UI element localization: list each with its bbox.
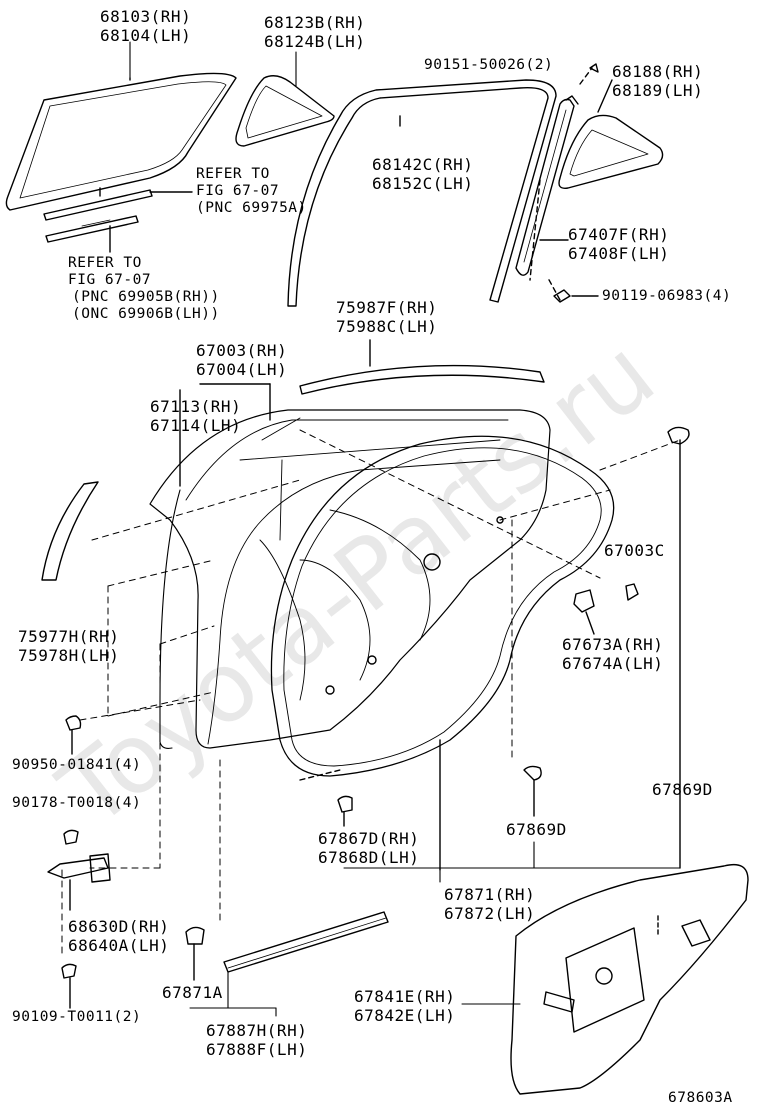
label-refer-lower-4: (ONC 69906B(LH)) xyxy=(72,306,220,322)
label-belt-moulding-rh: 75987F(RH) xyxy=(336,298,438,317)
label-weatherstrip-outer-rh: 67871(RH) xyxy=(444,885,536,904)
label-run-channel-lh: 68152C(LH) xyxy=(372,174,474,193)
label-lower-weatherstrip-lh: 67888F(LH) xyxy=(206,1040,308,1059)
dashed-leaders xyxy=(61,429,681,957)
quarter-window-drawing xyxy=(558,79,664,189)
label-refer-upper-1: REFER TO xyxy=(196,166,270,182)
run-channel-drawing xyxy=(287,79,557,307)
label-bolt-division: 90119-06983(4) xyxy=(602,288,732,304)
label-plug: 67003C xyxy=(604,541,665,560)
label-door-sub-lh: 67114(LH) xyxy=(150,416,242,435)
label-weatherstrip-inner-rh: 67867D(RH) xyxy=(318,829,420,848)
label-clip-871: 67871A xyxy=(162,983,223,1002)
label-belt-moulding-lh: 75988C(LH) xyxy=(336,317,438,336)
label-division-bar-rh: 67407F(RH) xyxy=(568,225,670,244)
label-service-cover-lh: 67842E(LH) xyxy=(354,1006,456,1025)
label-clip-retainer-rh: 67673A(RH) xyxy=(562,635,664,654)
glass-weatherstrips-drawing xyxy=(43,187,193,253)
label-screw-top: 90151-50026(2) xyxy=(424,57,554,73)
door-weatherstrip-drawing xyxy=(270,435,615,871)
fasteners-drawing xyxy=(47,426,690,1009)
door-panel-drawing xyxy=(149,383,551,749)
label-glass-rh: 68103(RH) xyxy=(100,7,192,26)
label-clip-869: 67869D xyxy=(506,820,567,839)
belt-moulding-drawing xyxy=(299,339,545,395)
label-refer-lower-2: FIG 67-07 xyxy=(68,272,152,288)
figure-id: 678603A xyxy=(668,1090,733,1106)
label-door-panel-lh: 67004(LH) xyxy=(196,360,288,379)
label-weatherstrip-clip: 67869D xyxy=(652,780,713,799)
label-division-bar-lh: 67408F(LH) xyxy=(568,244,670,263)
label-weatherstrip-inner-lh: 67868D(LH) xyxy=(318,848,420,867)
label-pillar-tape-rh: 75977H(RH) xyxy=(18,627,120,646)
lower-weatherstrip-drawing xyxy=(223,911,389,973)
label-door-sub-rh: 67113(RH) xyxy=(150,397,242,416)
label-pillar-tape-lh: 75978H(LH) xyxy=(18,646,120,665)
label-weatherstrip-outer-lh: 67872(LH) xyxy=(444,904,536,923)
division-bar-drawing xyxy=(515,63,599,303)
label-quarter-glass-lh: 68124B(LH) xyxy=(264,32,366,51)
label-refer-lower-1: REFER TO xyxy=(68,255,142,271)
label-check-assy-lh: 68640A(LH) xyxy=(68,936,170,955)
label-bolt-bottom: 90109-T0011(2) xyxy=(12,1009,142,1025)
label-bolt-check: 90950-01841(4) xyxy=(12,757,142,773)
label-quarter-glass-rh: 68123B(RH) xyxy=(264,13,366,32)
label-refer-upper-3: (PNC 69975A) xyxy=(196,200,307,216)
label-refer-upper-2: FIG 67-07 xyxy=(196,183,280,199)
label-check-assy-rh: 68630D(RH) xyxy=(68,917,170,936)
quarter-glass-drawing xyxy=(235,75,335,147)
pillar-tape-drawing xyxy=(41,481,99,581)
label-quarter-window-rh: 68188(RH) xyxy=(612,62,704,81)
bracket-leaders xyxy=(129,41,681,1017)
label-bolt-hinge: 90178-T0018(4) xyxy=(12,795,142,811)
label-glass-lh: 68104(LH) xyxy=(100,26,192,45)
label-door-panel-rh: 67003(RH) xyxy=(196,341,288,360)
label-service-cover-rh: 67841E(RH) xyxy=(354,987,456,1006)
label-refer-lower-3: (PNC 69905B(RH)) xyxy=(72,289,220,305)
label-clip-retainer-lh: 67674A(LH) xyxy=(562,654,664,673)
service-hole-cover-drawing xyxy=(510,863,749,1095)
label-run-channel-rh: 68142C(RH) xyxy=(372,155,474,174)
label-quarter-window-lh: 68189(LH) xyxy=(612,81,704,100)
label-lower-weatherstrip-rh: 67887H(RH) xyxy=(206,1021,308,1040)
